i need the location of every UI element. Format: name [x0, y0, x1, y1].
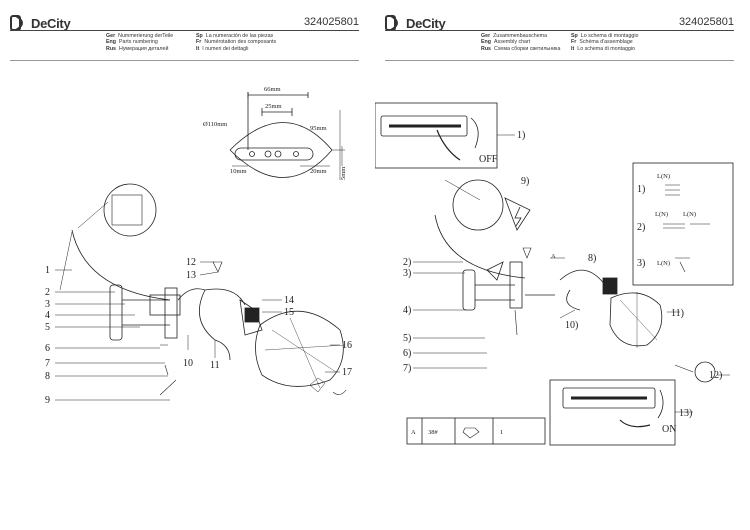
header-rule-bottom [10, 60, 359, 61]
dim-10: 10mm [230, 168, 247, 175]
step-5: 5) [403, 333, 411, 344]
part-12: 12 [186, 257, 196, 268]
part-2: 2 [45, 287, 50, 298]
wiring-ln-1: L(N) [657, 173, 670, 180]
table-col-count: 1 [500, 429, 503, 436]
header-rule [10, 30, 359, 31]
dim-5: 5mm [340, 167, 347, 180]
dim-95: 95mm [310, 125, 327, 132]
spec-table [406, 417, 546, 445]
spec-table-text: A 38# 1 [411, 429, 503, 436]
switch-off-label: OFF [479, 154, 498, 165]
dim-110: Ø110mm [203, 121, 227, 128]
wiring-ln-3: L(N) [657, 260, 670, 267]
fixture-assembly [434, 179, 716, 383]
wiring-step-2: 2) [637, 222, 645, 233]
step-8: 8) [588, 253, 596, 264]
step-12: 12) [709, 370, 722, 381]
part-10: 10 [183, 358, 193, 369]
wiring-labels: 1) 2) 3) L(N) L(N) L(N) L(N) [637, 173, 696, 269]
part-15: 15 [284, 307, 294, 318]
part-14: 14 [284, 295, 294, 306]
leader-lines [413, 134, 730, 413]
step-6: 6) [403, 348, 411, 359]
part-8: 8 [45, 371, 50, 382]
switch-on-box [549, 379, 676, 446]
table-col-qty: 38# [428, 429, 439, 436]
step-1: 1) [517, 130, 525, 141]
part-7: 7 [45, 358, 50, 369]
article-code: 324025801 [678, 16, 734, 28]
dim-66: 66mm [264, 86, 281, 93]
header-rule-bottom [385, 60, 734, 61]
assembly-diagram: 1) 2) 3) 4) 5) 6) 7) 8) 9) 10) 11) 12) 1… [375, 102, 734, 446]
step-2: 2) [403, 257, 411, 268]
label-a: A [551, 253, 556, 260]
part-11: 11 [210, 360, 220, 371]
step-4: 4) [403, 305, 411, 316]
part-3: 3 [45, 299, 50, 310]
part-numbers: 1 2 3 4 5 6 7 8 9 10 11 12 13 14 15 16 1… [45, 257, 352, 406]
part-4: 4 [45, 310, 50, 321]
brand-name: DeCity [31, 15, 71, 31]
header-rule [385, 30, 734, 31]
leader-lines [55, 261, 340, 401]
mounting-plate-drawing [229, 92, 345, 180]
wiring-ln-2b: L(N) [683, 211, 696, 218]
parts-diagram: 66mm 25mm Ø110mm 95mm 10mm 20mm 5mm 1 2 … [45, 86, 352, 406]
article-code: 324025801 [303, 16, 359, 28]
part-13: 13 [186, 270, 196, 281]
step-3: 3) [403, 268, 411, 279]
step-numbers: 1) 2) 3) 4) 5) 6) 7) 8) 9) 10) 11) 12) 1… [403, 130, 722, 419]
brand-name: DeCity [406, 15, 446, 31]
step-11: 11) [671, 308, 684, 319]
part-16: 16 [342, 340, 352, 351]
switch-labels: OFF ON A [479, 154, 676, 435]
part-5: 5 [45, 322, 50, 333]
step-9: 9) [521, 176, 529, 187]
dim-20: 20mm [310, 168, 327, 175]
table-col-a: A [411, 429, 416, 436]
wiring-step-3: 3) [637, 258, 645, 269]
step-13: 13) [679, 408, 692, 419]
dimension-labels: 66mm 25mm Ø110mm 95mm 10mm 20mm 5mm [203, 86, 347, 180]
step-10: 10) [565, 320, 578, 331]
part-6: 6 [45, 343, 50, 354]
part-1: 1 [45, 265, 50, 276]
wiring-step-1: 1) [637, 184, 645, 195]
switch-off-box [375, 102, 498, 169]
dim-25: 25mm [265, 103, 282, 110]
fixture-drawing [59, 183, 347, 396]
switch-on-label: ON [662, 424, 676, 435]
part-17: 17 [342, 367, 352, 378]
step-7: 7) [403, 363, 411, 374]
wiring-ln-2a: L(N) [655, 211, 668, 218]
wiring-box [632, 162, 734, 286]
part-9: 9 [45, 395, 50, 406]
